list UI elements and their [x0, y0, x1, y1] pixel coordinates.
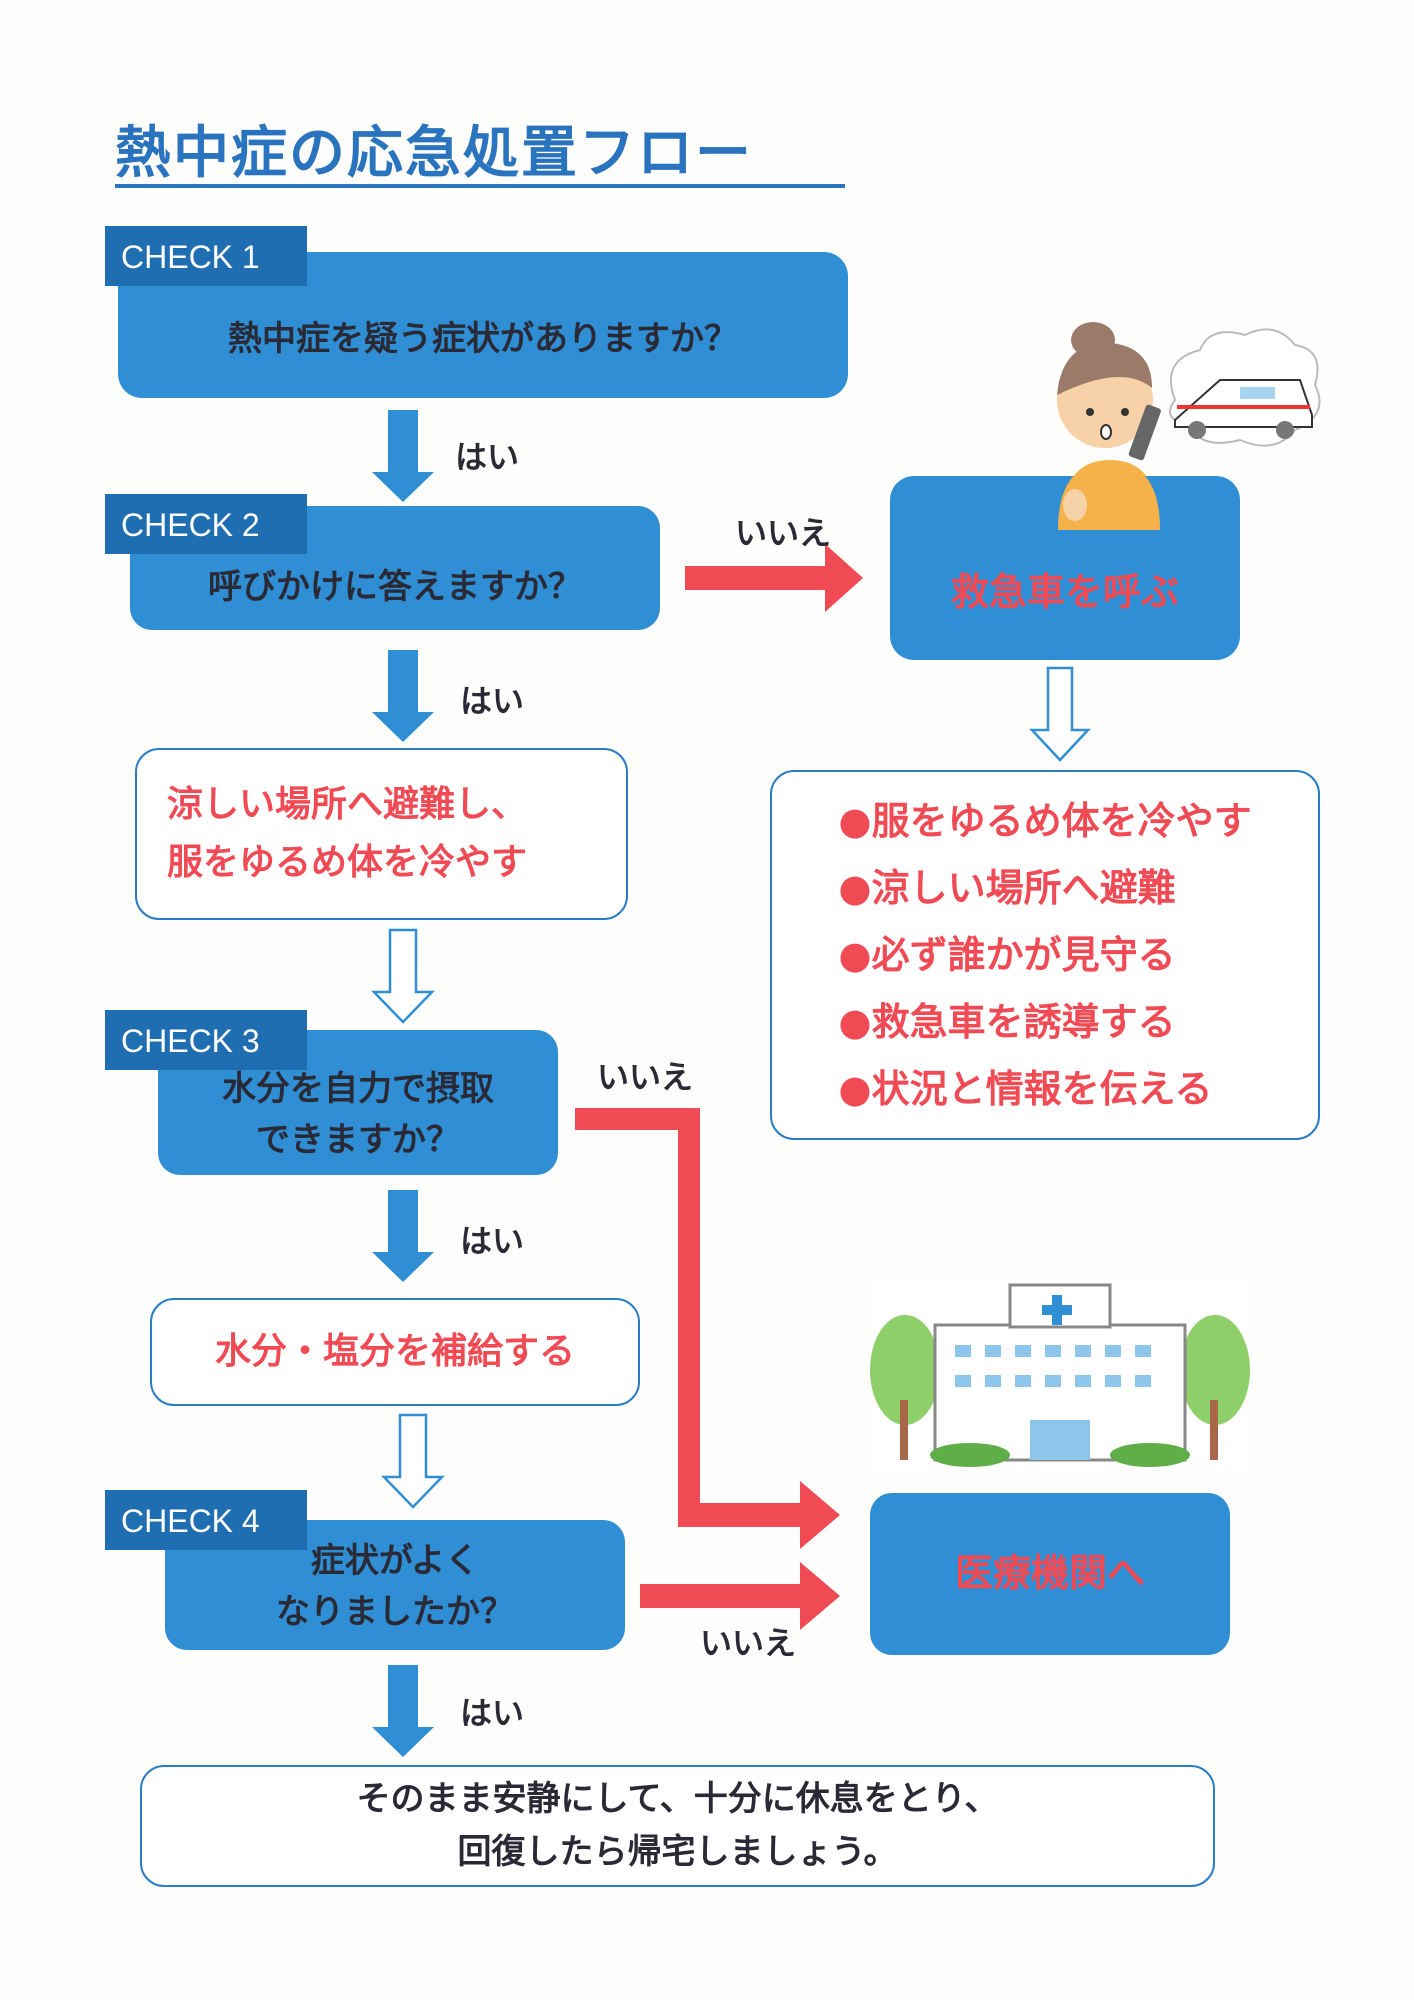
check3-tag: CHECK 3 [105, 1010, 307, 1070]
check3-question-line-2: できますか？ [256, 1119, 460, 1160]
down-arrow-1 [372, 410, 434, 502]
hydrate-text: 水分・塩分を補給する [214, 1331, 575, 1373]
title-underline [115, 184, 845, 188]
down-arrow-4 [372, 1665, 434, 1757]
hydrate-box: 水分・塩分を補給する [150, 1298, 640, 1406]
step-item: 状況と情報を伝える [838, 1056, 1251, 1123]
hollow-arrow-2 [381, 1413, 445, 1509]
step-item: 救急車を誘導する [838, 989, 1251, 1056]
rest-line-2: 回復したら帰宅しましょう。 [457, 1832, 898, 1872]
cool-down-box: 涼しい場所へ避難し、 服をゆるめ体を冷やす [135, 748, 628, 920]
ambulance-steps-list: 服をゆるめ体を冷やす 涼しい場所へ避難 必ず誰かが見守る 救急車を誘導する 状況… [838, 788, 1252, 1123]
no-label-1: いいえ [735, 514, 832, 552]
check3-box: 水分を自力で摂取 できますか？ [158, 1030, 558, 1175]
check1-question: 熱中症を疑う症状がありますか？ [228, 319, 738, 360]
check4-question-line-2: なりましたか？ [276, 1592, 514, 1632]
no-arrow-check3 [575, 1108, 840, 1549]
check2-tag: CHECK 2 [105, 494, 307, 554]
down-arrow-3 [372, 1190, 434, 1282]
hollow-arrow-3 [1029, 666, 1091, 762]
hospital-box: 医療機関へ [870, 1493, 1230, 1655]
hospital-text: 医療機関へ [954, 1551, 1145, 1596]
step-item: 必ず誰かが見守る [838, 922, 1251, 989]
ambulance-steps-box: 服をゆるめ体を冷やす 涼しい場所へ避難 必ず誰かが見守る 救急車を誘導する 状況… [770, 770, 1320, 1140]
down-arrow-2 [372, 650, 434, 742]
check4-question-line-1: 症状がよく [310, 1541, 480, 1581]
cool-down-line-1: 涼しい場所へ避難し、 [167, 784, 528, 826]
no-arrow-check4 [640, 1562, 840, 1630]
no-label-3: いいえ [700, 1624, 797, 1662]
call-ambulance-text: 救急車を呼ぶ [950, 570, 1179, 615]
rest-box: そのまま安静にして、十分に休息をとり、 回復したら帰宅しましょう。 [140, 1765, 1215, 1887]
cool-down-line-2: 服をゆるめ体を冷やす [167, 842, 528, 883]
check4-tag: CHECK 4 [105, 1490, 307, 1550]
yes-label-2: はい [460, 682, 525, 720]
rest-line-1: そのまま安静にして、十分に休息をとり、 [356, 1779, 999, 1820]
hollow-arrow-1 [371, 928, 435, 1024]
yes-label-4: はい [460, 1694, 525, 1732]
no-arrow-check2 [685, 544, 863, 612]
page-title: 熱中症の応急処置フロー [115, 121, 753, 186]
yes-arrows [372, 410, 434, 1757]
yes-label-1: はい [455, 438, 520, 476]
call-ambulance-box: 救急車を呼ぶ [890, 476, 1240, 660]
no-label-2: いいえ [597, 1058, 694, 1096]
step-item: 服をゆるめ体を冷やす [838, 788, 1252, 855]
step-item: 涼しい場所へ避難 [838, 855, 1251, 922]
ambulance-thought-bubble [1169, 328, 1321, 447]
yes-label-3: はい [460, 1222, 525, 1260]
check3-question-line-1: 水分を自力で摂取 [222, 1068, 494, 1109]
check1-tag: CHECK 1 [105, 226, 307, 286]
check2-question: 呼びかけに答えますか？ [208, 567, 582, 608]
hospital-illustration [870, 1275, 1250, 1470]
